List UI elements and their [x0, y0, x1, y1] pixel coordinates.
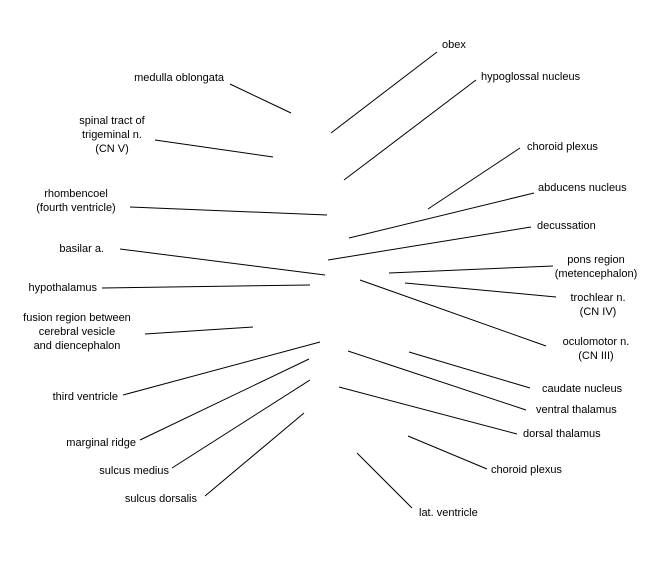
leader-caudate-nucleus	[408, 351, 531, 389]
label-rhombencoel: rhombencoel (fourth ventricle)	[36, 188, 116, 214]
leader-hypoglossal-nucleus	[343, 79, 477, 181]
label-fusion-region: fusion region between cerebral vesicle a…	[23, 312, 131, 352]
leader-spinal-tract	[154, 139, 274, 158]
label-obex: obex	[442, 39, 466, 51]
label-caudate-nucleus: caudate nucleus	[542, 383, 623, 395]
leader-choroid-plexus-upper	[427, 147, 521, 210]
label-marginal-ridge: marginal ridge	[66, 437, 136, 449]
label-abducens-nucleus: abducens nucleus	[538, 182, 627, 194]
leader-medulla-oblongata	[229, 83, 292, 114]
leader-fusion-region	[144, 326, 254, 335]
label-hypoglossal-nucleus: hypoglossal nucleus	[481, 71, 581, 83]
leader-oculomotor-n	[359, 279, 547, 347]
label-dorsal-thalamus: dorsal thalamus	[523, 428, 601, 440]
leader-sulcus-dorsalis	[204, 412, 305, 497]
leader-trochlear-n	[404, 282, 557, 298]
label-medulla-oblongata: medulla oblongata	[134, 72, 224, 84]
leader-lat-ventricle	[356, 452, 413, 509]
leader-obex	[330, 51, 438, 134]
leader-sulcus-medius	[171, 379, 311, 469]
leader-third-ventricle	[122, 341, 321, 396]
label-lat-ventricle: lat. ventricle	[419, 507, 478, 519]
label-pons-region: pons region (metencephalon)	[554, 254, 638, 280]
leader-choroid-plexus-lower	[407, 435, 488, 470]
label-choroid-plexus-lower: choroid plexus	[491, 464, 562, 476]
label-basilar-a: basilar a.	[59, 243, 104, 255]
leader-hypothalamus	[101, 284, 311, 289]
label-decussation: decussation	[537, 220, 596, 232]
label-sulcus-medius: sulcus medius	[99, 465, 169, 477]
leader-ventral-thalamus	[347, 350, 527, 411]
leader-abducens-nucleus	[348, 192, 535, 239]
leader-dorsal-thalamus	[338, 386, 518, 435]
leader-rhombencoel	[129, 206, 328, 216]
label-trochlear-n: trochlear n. (CN IV)	[570, 292, 626, 318]
label-oculomotor-n: oculomotor n. (CN III)	[562, 336, 630, 362]
label-ventral-thalamus: ventral thalamus	[536, 404, 617, 416]
label-spinal-tract: spinal tract of trigeminal n. (CN V)	[79, 115, 145, 155]
leader-marginal-ridge	[139, 358, 310, 441]
label-choroid-plexus-upper: choroid plexus	[527, 141, 598, 153]
label-hypothalamus: hypothalamus	[28, 282, 98, 294]
label-sulcus-dorsalis: sulcus dorsalis	[124, 493, 197, 505]
leader-decussation	[327, 226, 532, 261]
leader-basilar-a	[119, 248, 326, 276]
leader-pons-region	[388, 265, 554, 274]
label-third-ventricle: third ventricle	[52, 391, 118, 403]
